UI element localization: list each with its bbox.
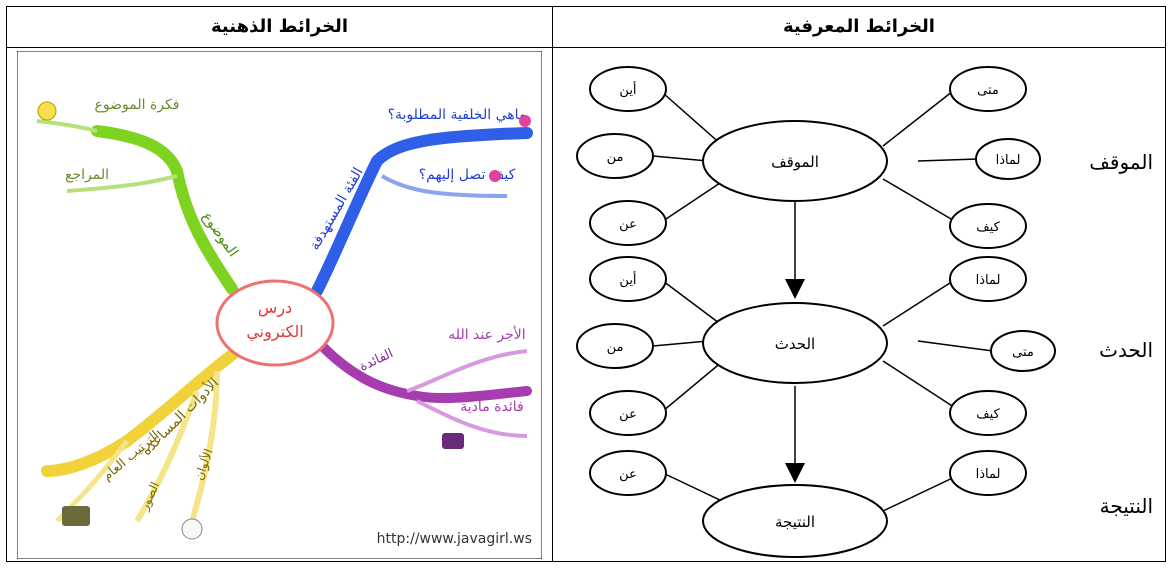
material-branch bbox=[416, 399, 528, 438]
result-node-label: النتيجة bbox=[775, 513, 815, 531]
arrow-down-icon-2 bbox=[785, 463, 805, 483]
q-how-2: كيف bbox=[976, 407, 1000, 422]
reach-branch bbox=[380, 174, 508, 198]
header-divider bbox=[7, 47, 1165, 48]
material-label: فائدة مادية bbox=[460, 399, 523, 415]
question-bubbles bbox=[576, 66, 1056, 496]
reward-label: الأجر عند الله bbox=[448, 325, 525, 343]
topic-idea-label: فكرة الموضوع bbox=[95, 97, 180, 113]
side-label-situation: الموقف bbox=[1089, 150, 1153, 174]
column-divider bbox=[552, 7, 553, 561]
benefit-branch bbox=[317, 341, 532, 404]
center-line-2: الكتروني bbox=[246, 322, 303, 342]
lightbulb-icon bbox=[37, 101, 57, 121]
topic-branch bbox=[91, 125, 238, 295]
q-how-1: كيف bbox=[976, 220, 1000, 235]
situation-connectors bbox=[652, 90, 994, 512]
reach-label: كيف تصل إليهم؟ bbox=[419, 167, 516, 183]
event-node bbox=[702, 302, 888, 384]
q-when-2: متى bbox=[1012, 345, 1034, 360]
event-node-label: الحدث bbox=[775, 335, 815, 353]
references-label: المراجع bbox=[65, 167, 109, 183]
source-url: http://www.javagirl.ws bbox=[377, 531, 532, 547]
mind-map-diagram: درس الكتروني الموضوع الفئة المستهدفة الف… bbox=[16, 50, 543, 560]
palette-icon bbox=[181, 518, 203, 540]
q-why-1: لماذا bbox=[996, 153, 1021, 168]
situation-node-label: الموقف bbox=[771, 153, 819, 171]
basket-icon bbox=[62, 506, 90, 526]
colors-branch bbox=[189, 370, 220, 522]
comparison-table: الخرائط الذهنية الخرائط المعرفية درس bbox=[6, 6, 1166, 562]
q-who-2: من bbox=[607, 340, 624, 355]
knowledge-map-panel: الموقف الحدث النتيجة bbox=[563, 51, 1161, 559]
side-label-event: الحدث bbox=[1099, 338, 1153, 362]
q-where-2: أين bbox=[619, 271, 636, 288]
header-knowledge-maps: الخرائط المعرفية bbox=[783, 16, 935, 37]
question-mark-icon bbox=[519, 115, 531, 127]
reward-branch bbox=[406, 349, 528, 393]
topic-idea-branch bbox=[36, 119, 98, 133]
references-branch bbox=[66, 174, 178, 193]
situation-node bbox=[702, 120, 888, 202]
q-about-3: عن bbox=[619, 467, 637, 482]
question-mark-icon-2 bbox=[489, 170, 501, 182]
arrow-down-icon bbox=[785, 279, 805, 299]
purse-icon bbox=[442, 433, 464, 449]
images-branch bbox=[134, 389, 200, 523]
header-mind-maps: الخرائط الذهنية bbox=[211, 16, 348, 37]
q-where-1: أين bbox=[619, 81, 636, 98]
q-who-1: من bbox=[607, 150, 624, 165]
mind-map-panel: درس الكتروني الموضوع الفئة المستهدفة الف… bbox=[16, 50, 543, 560]
audience-branch bbox=[311, 127, 533, 297]
knowledge-map-diagram: الموقف الحدث النتيجة bbox=[576, 66, 1153, 558]
result-node bbox=[702, 484, 888, 558]
q-about-1: عن bbox=[619, 217, 637, 232]
center-line-1: درس bbox=[258, 298, 292, 318]
side-label-result: النتيجة bbox=[1100, 494, 1153, 518]
tools-branch bbox=[41, 345, 243, 477]
center-node bbox=[215, 279, 335, 367]
background-label: ماهي الخلفية المطلوبة؟ bbox=[388, 107, 527, 123]
q-when-1: متى bbox=[977, 83, 999, 98]
q-why-2: لماذا bbox=[976, 273, 1001, 288]
q-about-2: عن bbox=[619, 407, 637, 422]
q-why-3: لماذا bbox=[976, 467, 1001, 482]
